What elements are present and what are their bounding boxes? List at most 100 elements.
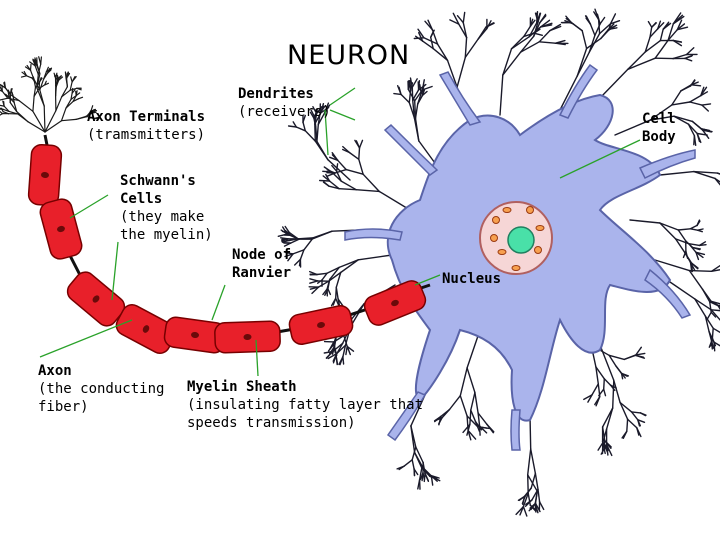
organelle [497,249,507,255]
branch-line [564,20,574,25]
branch-line [519,41,540,53]
branch-line [412,99,416,119]
branch-line [524,499,533,507]
schwann-line4: the myelin) [120,227,213,243]
branch-line [1,90,9,99]
branch-line [346,345,351,356]
branch-line [597,442,604,451]
branch-line [339,356,344,366]
branch-line [8,110,19,115]
branch-line [549,25,562,32]
branch-line [23,70,28,77]
branch-line [671,90,682,106]
branch-line [9,101,18,113]
branch-line [346,345,355,352]
branch-line [674,238,690,245]
branch-line [288,238,299,242]
branch-line [519,35,535,53]
leader-line [39,319,133,358]
branch-line [302,121,306,132]
branch-line [287,125,297,128]
branch-line [669,281,696,300]
branch-line [710,309,720,312]
branch-line [534,472,539,490]
branch-line [522,505,528,517]
soma-extension [386,391,427,442]
branch-line [340,259,359,274]
branch-line [657,22,665,30]
branch-line [583,394,593,401]
branch-line [534,503,539,514]
branch-line [316,140,329,161]
branch-line [695,251,700,261]
branch-line [623,354,637,361]
branch-line [414,89,424,102]
branch-line [635,352,646,356]
branch-line [696,220,701,227]
schwann-line2: Cells [120,191,163,207]
branch-line [626,418,629,432]
branch-line [634,354,645,358]
branch-line [559,75,578,111]
branch-line [32,95,35,112]
organelle [534,246,542,254]
branch-line [45,67,53,73]
branch-line [712,327,720,334]
branch-line [527,474,529,494]
branch-line [277,233,288,237]
branch-line [702,129,712,133]
branch-line [430,474,440,479]
branch-line [502,48,513,76]
branch-line [56,76,61,81]
branch-line [299,249,305,261]
branch-line [327,344,335,352]
branch-line [431,29,439,45]
branch-line [713,341,720,347]
branch-line [38,84,46,89]
branch-line [314,123,316,142]
branch-line [37,63,42,75]
branch-line [288,231,299,240]
branch-line [462,423,471,434]
branch-line [328,180,340,190]
branch-line [65,98,72,109]
branch-line [418,467,423,481]
branch-line [691,262,693,273]
branch-line [464,36,468,59]
branch-line [659,170,695,176]
branch-line [519,505,525,516]
branch-line [710,340,713,350]
branch-line [594,23,601,37]
schwann-nucleus [57,225,65,233]
branch-line [285,251,294,255]
branch-line [486,423,494,434]
schwann-line3: (they make [120,209,205,225]
branch-line [538,501,545,511]
schwann-nucleus [92,295,100,303]
branch-line [441,408,451,419]
branch-line [609,20,621,25]
branch-line [430,36,434,50]
leader-line [324,87,356,156]
branch-line [309,111,315,119]
branch-line [348,151,360,160]
branch-line [396,465,405,470]
branch-line [449,19,460,25]
organelle [535,225,545,231]
branch-line [31,77,35,82]
soma-extension [438,71,482,126]
branch-line [309,280,319,284]
branch-line [312,230,333,239]
branch-line [378,190,411,211]
branch-line [456,56,466,88]
branch-line [0,107,4,110]
branch-line [345,345,348,356]
branch-line [421,90,428,97]
branch-line [676,26,689,31]
branch-line [70,95,77,100]
branch-line [0,113,3,116]
branch-line [523,25,532,38]
branch-line [601,407,614,428]
branch-line [649,28,659,38]
branch-line [0,89,3,92]
